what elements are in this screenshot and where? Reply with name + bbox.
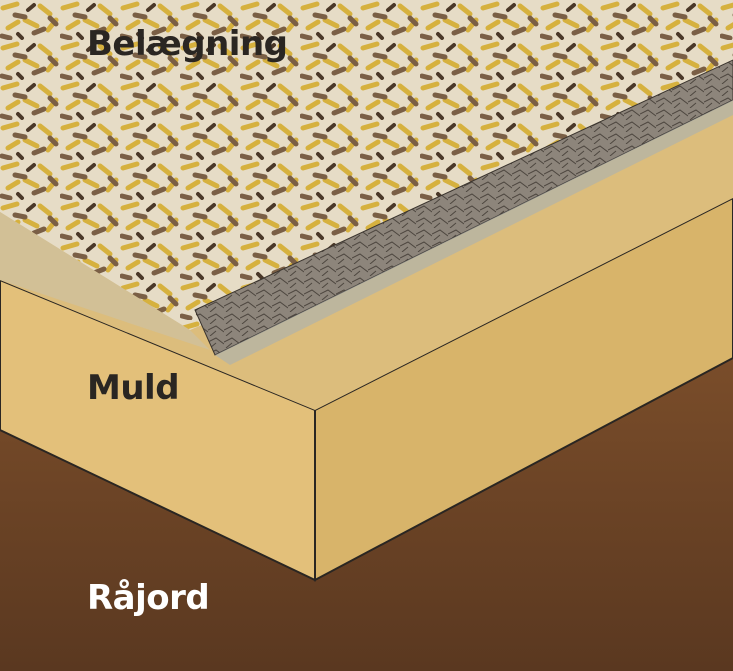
sand-top-edge-left <box>0 212 210 350</box>
gravel-shadow <box>215 100 733 365</box>
label-rajord: Råjord <box>87 578 210 618</box>
earth-subsoil <box>0 358 733 671</box>
label-muld: Muld <box>87 368 180 408</box>
gravel-strip <box>194 59 733 356</box>
label-belaegning: Belægning <box>87 24 288 64</box>
